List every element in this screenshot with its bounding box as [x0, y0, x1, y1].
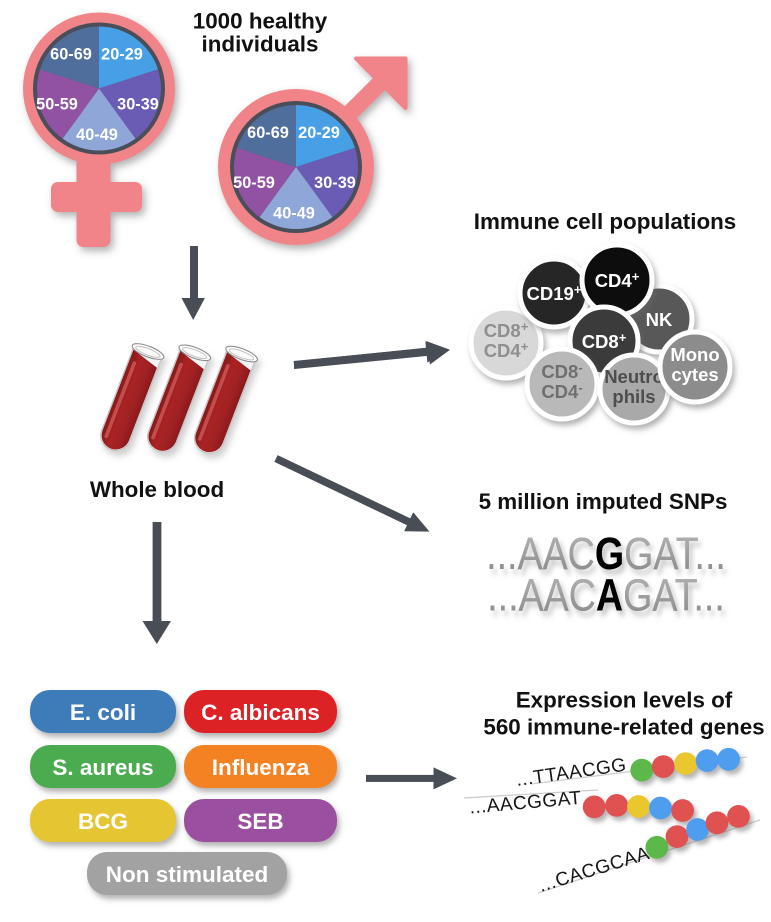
svg-text:...AACGGAT...: ...AACGGAT... [486, 528, 726, 579]
svg-text:CD8-: CD8- [541, 360, 582, 382]
svg-text:phils: phils [612, 386, 655, 407]
svg-text:5 million imputed SNPs: 5 million imputed SNPs [479, 489, 728, 514]
svg-text:BCG: BCG [78, 809, 128, 834]
svg-text:...AACGGAT: ...AACGGAT [469, 788, 583, 819]
svg-text:CD8+: CD8+ [484, 319, 529, 341]
svg-text:...AACAGAT...: ...AACAGAT... [487, 569, 725, 620]
svg-text:Influenza: Influenza [212, 755, 310, 780]
svg-text:Neutro: Neutro [604, 366, 664, 387]
svg-text:Non stimulated: Non stimulated [106, 862, 269, 887]
svg-text:...AACGGAT...: ...AACGGAT... [486, 528, 726, 579]
svg-text:...TTAACGG: ...TTAACGG [515, 755, 628, 791]
svg-text:cytes: cytes [671, 364, 718, 385]
svg-text:individuals: individuals [202, 32, 319, 57]
svg-text:Mono: Mono [670, 344, 719, 365]
svg-text:NK: NK [646, 309, 673, 330]
svg-text:CD19+: CD19+ [527, 282, 582, 304]
svg-text:C. albicans: C. albicans [201, 700, 320, 725]
svg-text:Whole blood: Whole blood [90, 477, 224, 502]
svg-text:CD4+: CD4+ [484, 339, 529, 361]
svg-text:...CACGCAA: ...CACGCAA [536, 843, 652, 897]
svg-text:Immune cell populations: Immune cell populations [474, 209, 737, 234]
svg-text:CD4-: CD4- [541, 380, 582, 402]
svg-text:Expression levels of: Expression levels of [516, 688, 733, 713]
svg-text:...AACAGAT...: ...AACAGAT... [487, 569, 725, 620]
svg-text:1000 healthy: 1000 healthy [193, 9, 328, 34]
svg-text:SEB: SEB [237, 809, 283, 834]
svg-text:S. aureus: S. aureus [52, 755, 153, 780]
svg-text:CD8+: CD8+ [582, 330, 627, 352]
svg-text:E. coli: E. coli [70, 700, 136, 725]
svg-text:CD4+: CD4+ [595, 269, 640, 291]
svg-text:560 immune-related genes: 560 immune-related genes [483, 715, 764, 740]
